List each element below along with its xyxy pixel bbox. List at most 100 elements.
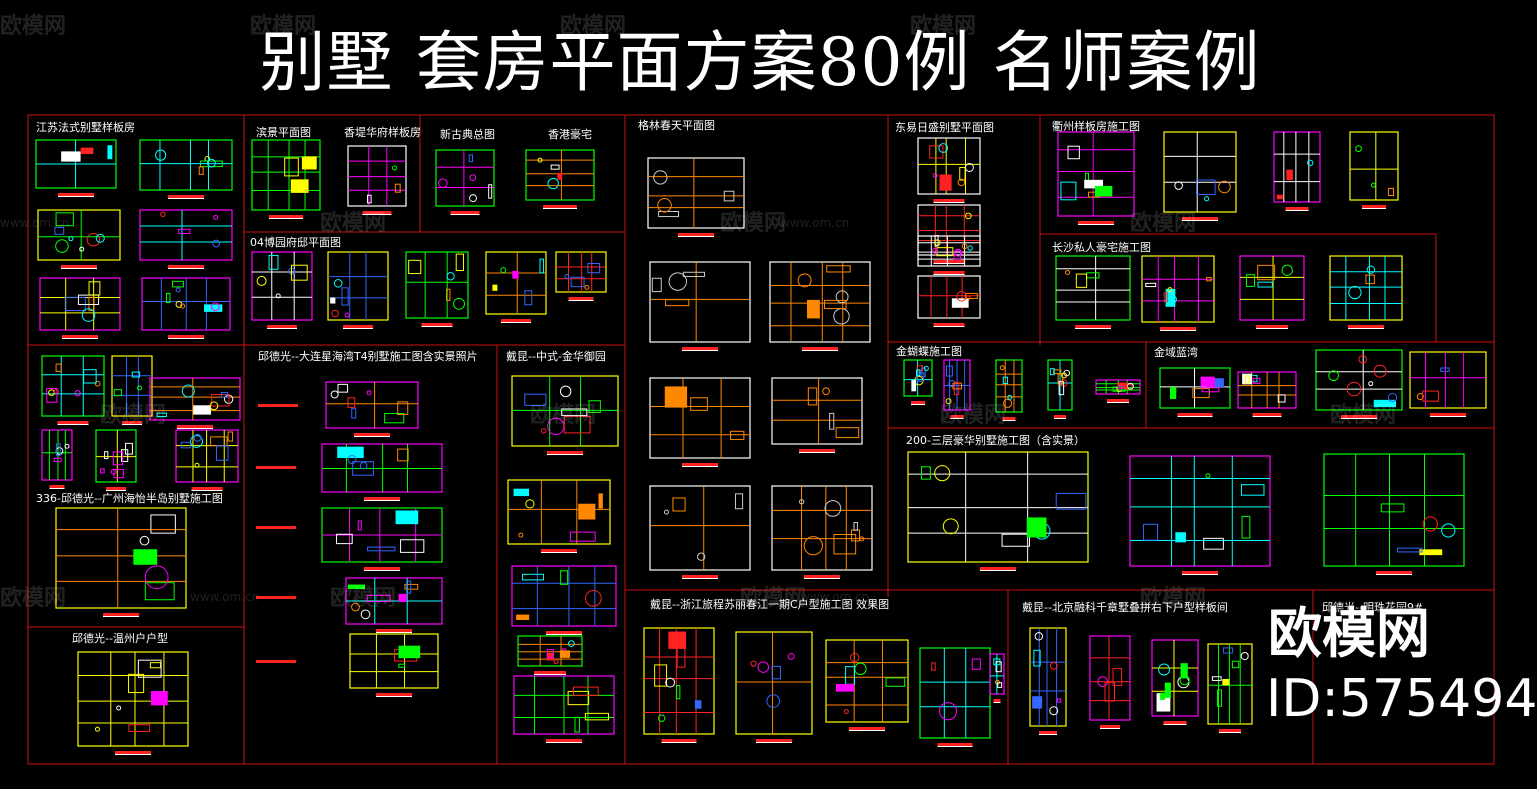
furniture — [220, 391, 229, 398]
plan-outline — [995, 359, 1023, 413]
floor-plan — [41, 429, 73, 489]
furniture — [572, 686, 599, 696]
plan-title-bar — [804, 575, 840, 578]
furniture — [843, 709, 849, 715]
furniture — [853, 522, 858, 531]
furniture — [88, 281, 101, 296]
panel-label-jinhudie: 金蝴蝶施工图 — [896, 345, 962, 358]
furniture — [563, 415, 591, 434]
furniture — [1222, 678, 1230, 686]
furniture — [845, 666, 855, 685]
furniture — [275, 293, 281, 299]
watermark: 欧模网 — [1330, 403, 1397, 428]
floor-plan — [825, 639, 909, 731]
floor-plan — [39, 277, 121, 339]
furniture — [165, 292, 171, 304]
floor-plan — [919, 647, 991, 747]
watermark: 欧模网 — [1130, 211, 1197, 236]
furniture — [227, 431, 234, 442]
plan-title-bar — [849, 727, 885, 730]
plan-outline — [95, 429, 137, 483]
furniture — [911, 380, 917, 392]
furniture — [206, 158, 216, 168]
furniture — [885, 677, 906, 687]
plan-title-bar — [1362, 205, 1386, 208]
furniture — [1104, 681, 1115, 702]
furniture — [88, 296, 95, 312]
plan-outline — [917, 137, 981, 195]
plan-outline — [769, 261, 871, 343]
furniture — [1203, 537, 1224, 550]
furniture — [1241, 515, 1251, 539]
plan-outline — [511, 375, 619, 447]
furniture — [112, 451, 124, 466]
plan-outline — [649, 485, 751, 571]
furniture — [256, 275, 267, 286]
furniture — [1033, 649, 1041, 667]
plan-title-bar — [1160, 327, 1196, 330]
floor-plan — [1237, 371, 1297, 417]
furniture — [392, 165, 398, 171]
plan-title-bar — [756, 742, 792, 743]
floor-plan — [771, 377, 863, 453]
furniture — [1175, 532, 1186, 543]
furniture — [1084, 179, 1104, 189]
plan-title-bar — [799, 449, 835, 452]
panel-label-jiangsu: 江苏法式别墅样板房 — [36, 121, 135, 134]
furniture — [150, 514, 176, 534]
plan-outline — [907, 451, 1089, 563]
plan-title-bar — [267, 325, 297, 328]
plan-title-bar — [1285, 210, 1309, 211]
furniture — [665, 299, 690, 307]
plan-title-bar — [501, 319, 531, 322]
furniture — [1086, 272, 1100, 279]
furniture — [1003, 398, 1013, 408]
floor-plan — [647, 157, 745, 237]
furniture — [920, 466, 931, 480]
furniture — [964, 292, 978, 299]
furniture — [518, 532, 524, 538]
furniture — [194, 462, 200, 468]
plan-title-bar — [1285, 207, 1309, 210]
furniture — [560, 570, 569, 585]
furniture — [923, 365, 929, 371]
plan-title-bar — [1430, 413, 1466, 416]
plan-title-bar — [1182, 571, 1218, 574]
plan-title-bar — [546, 634, 582, 635]
plan-title-bar — [376, 693, 412, 696]
watermark: 欧模网 — [330, 586, 397, 611]
floor-plan — [649, 377, 751, 467]
furniture — [113, 389, 122, 397]
floor-plan — [511, 565, 617, 635]
floor-plan — [1151, 639, 1199, 725]
plan-title-bar — [1163, 721, 1187, 724]
furniture — [1346, 381, 1362, 397]
furniture — [954, 248, 963, 257]
furniture — [723, 190, 735, 202]
furniture — [144, 582, 175, 601]
plan-title-bar — [1039, 734, 1057, 735]
furniture — [1231, 660, 1240, 669]
furniture — [1328, 370, 1339, 382]
panel-label-qiu2: 邱德光--明珠花园9# — [1322, 601, 1424, 614]
furniture — [53, 457, 62, 462]
plan-title-bar — [1054, 415, 1066, 418]
furniture — [95, 233, 105, 243]
furniture — [657, 714, 666, 722]
furniture — [1422, 516, 1438, 532]
furniture — [216, 445, 229, 461]
furniture — [598, 493, 603, 509]
furniture — [1168, 295, 1177, 304]
furniture — [1057, 373, 1064, 385]
plan-title-bar — [354, 433, 390, 436]
plan-outline — [917, 275, 981, 319]
panel-label-wenzhou: 邱德光--温州户户型 — [72, 632, 168, 645]
plan-outline — [41, 355, 105, 417]
furniture — [836, 683, 855, 692]
plan-title-bar — [682, 350, 718, 351]
plan-outline — [1239, 255, 1305, 321]
furniture — [116, 705, 122, 711]
furniture — [398, 645, 421, 659]
plan-title-bar — [1107, 399, 1129, 402]
plan-title-bar — [1376, 574, 1412, 575]
